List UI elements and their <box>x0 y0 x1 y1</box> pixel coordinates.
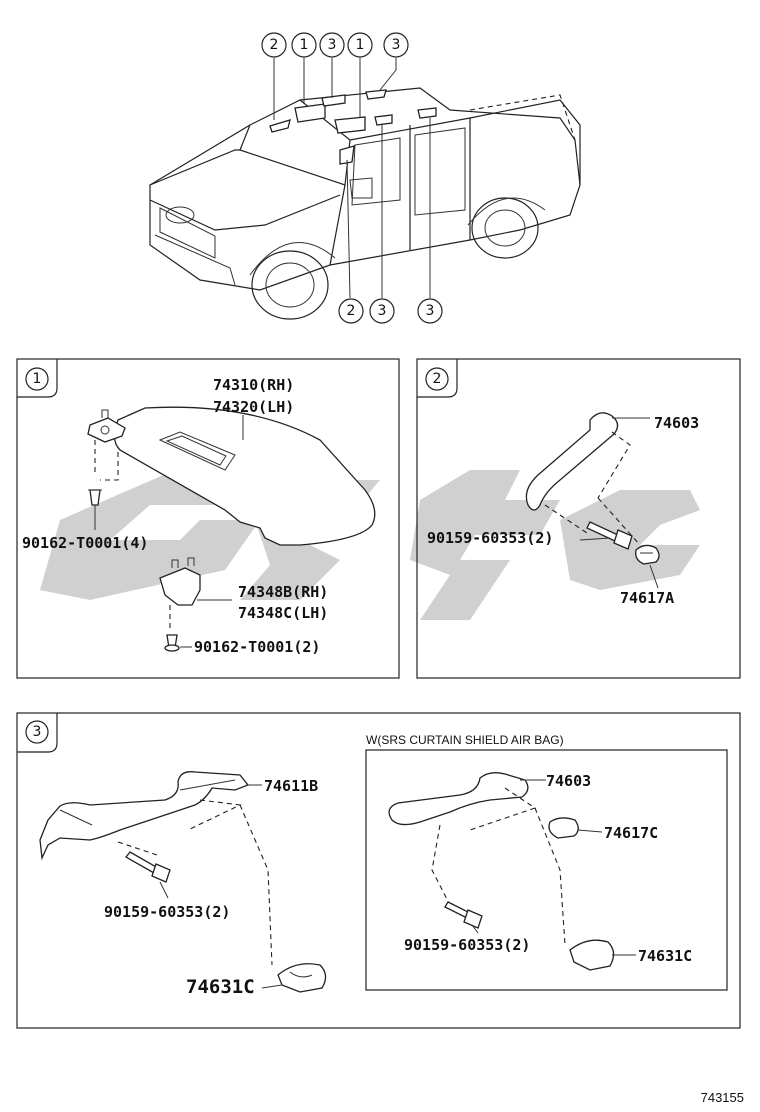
panel-index: 3 <box>33 724 42 740</box>
part-label-hook: 74631C <box>186 976 255 998</box>
callout-number: 2 <box>270 37 279 53</box>
hook-part <box>277 963 327 993</box>
assist-grip-part <box>388 772 529 826</box>
truck-overview-drawing <box>149 58 581 320</box>
overview-callouts-top: 2 1 3 1 3 <box>261 32 409 58</box>
panel-index-circle <box>425 367 449 391</box>
part-label-holder-rh: 74348B(RH) <box>238 583 328 601</box>
callout-number: 3 <box>426 303 435 319</box>
part-label-visor-rh: 74310(RH) <box>213 376 294 394</box>
hook-part <box>569 939 615 971</box>
panel-index-circle <box>25 367 49 391</box>
callout-number: 3 <box>328 37 337 53</box>
part-label-bolt: 90159-60353(2) <box>404 936 530 954</box>
sub-variant-box <box>365 749 728 991</box>
overview-callouts-bottom: 2 3 3 <box>338 298 443 324</box>
part-label-hook: 74631C <box>638 947 692 965</box>
part-label-bolt: 90159-60353(2) <box>427 529 553 547</box>
panel-2-assist-grip: 2 74603 90159-60353(2) 74617A <box>416 358 741 679</box>
callout-circle <box>261 32 287 58</box>
callout-number: 3 <box>392 37 401 53</box>
bolt-icon <box>125 851 159 874</box>
callout-circle <box>417 298 443 324</box>
panel-index: 1 <box>33 371 42 387</box>
clip-part <box>635 544 660 565</box>
callout-number: 1 <box>356 37 365 53</box>
assist-grip-part <box>525 412 619 511</box>
sub-variant-title: W(SRS CURTAIN SHIELD AIR BAG) <box>366 733 564 747</box>
callout-circle <box>383 32 409 58</box>
panel-index-circle <box>25 720 49 744</box>
part-label-bolt: 90159-60353(2) <box>104 903 230 921</box>
part-label-grip: 74603 <box>546 772 591 790</box>
part-label-clip: 74617C <box>604 824 658 842</box>
part-label-screw: 90162-T0001(2) <box>194 638 320 656</box>
panel-index: 2 <box>433 371 442 387</box>
visor-holder-part <box>159 567 201 606</box>
part-label-visor-lh: 74320(LH) <box>213 398 294 416</box>
callout-number: 3 <box>378 303 387 319</box>
panel-3-assist-grip: 3 74611B 90159-60353(2) 74631C W(SRS CUR… <box>16 712 741 1029</box>
panel-1-sun-visor: 1 74310(RH) 74320(LH) 90162-T0001(4) 743… <box>16 358 400 679</box>
diagram-reference-number: 743155 <box>701 1090 744 1105</box>
part-label-grip: 74603 <box>654 414 699 432</box>
part-label-clip: 74617A <box>620 589 674 607</box>
assist-grip-part <box>39 771 250 861</box>
callout-circle <box>338 298 364 324</box>
callout-circle <box>369 298 395 324</box>
part-label-grip: 74611B <box>264 777 318 795</box>
callout-number: 1 <box>300 37 309 53</box>
sun-visor-part <box>113 406 376 546</box>
callout-number: 2 <box>347 303 356 319</box>
callout-circle <box>291 32 317 58</box>
clip-part <box>548 817 579 839</box>
callout-circle <box>347 32 373 58</box>
part-label-screw: 90162-T0001(4) <box>22 534 148 552</box>
part-label-holder-lh: 74348C(LH) <box>238 604 328 622</box>
callout-circle <box>319 32 345 58</box>
screw-icon <box>89 489 101 506</box>
